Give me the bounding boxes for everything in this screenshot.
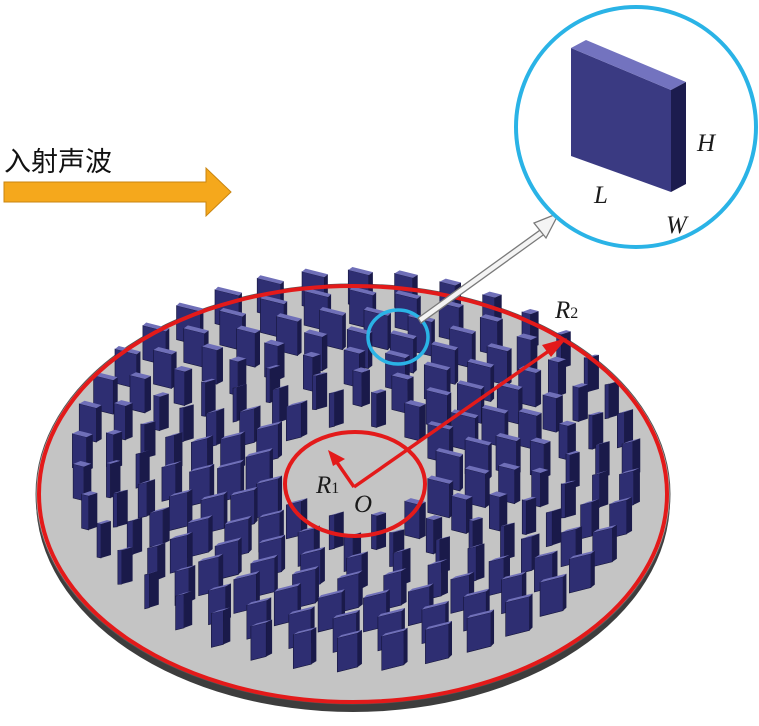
unit-block <box>201 378 216 417</box>
unit-block <box>169 532 193 574</box>
magnified-view <box>514 5 758 249</box>
unit-block <box>381 627 408 671</box>
unit-block <box>565 450 580 490</box>
unit-block <box>112 489 128 528</box>
r2-arrow <box>352 338 567 489</box>
unit-block <box>425 620 453 665</box>
unit-block <box>189 463 215 507</box>
unit-block <box>256 475 283 519</box>
unit-block <box>336 629 362 673</box>
unit-block <box>211 607 231 648</box>
unit-block <box>153 392 169 432</box>
width-label: W <box>666 212 687 239</box>
length-label: L <box>594 182 608 209</box>
unit-block <box>560 480 576 519</box>
unit-block <box>488 554 510 596</box>
single-block <box>571 40 686 192</box>
unit-block <box>529 437 551 479</box>
unit-block <box>592 524 617 568</box>
unit-block <box>165 432 183 472</box>
unit-block <box>117 547 133 585</box>
unit-block <box>161 460 183 502</box>
unit-block <box>521 496 537 535</box>
unit-block <box>466 609 495 653</box>
unit-block <box>328 511 344 551</box>
unit-block <box>149 506 170 548</box>
height-label: H <box>697 130 716 157</box>
unit-block <box>371 389 387 428</box>
unit-block <box>621 438 641 479</box>
unit-block <box>201 343 223 385</box>
unit-block <box>183 325 209 368</box>
unit-block <box>312 372 328 410</box>
unit-block <box>569 550 595 594</box>
unit-block <box>489 491 508 532</box>
pointer-arrow-icon <box>417 211 561 324</box>
incident-wave-label: 入射声波 <box>4 147 112 178</box>
unit-block <box>572 383 588 422</box>
unit-block <box>451 492 473 534</box>
unit-block <box>144 570 159 610</box>
r1-label: R1 <box>316 472 340 499</box>
unit-block <box>96 520 111 559</box>
inner-radius-circle <box>283 430 427 538</box>
unit-block <box>539 573 567 617</box>
unit-block <box>595 441 610 480</box>
unit-block <box>617 409 634 449</box>
unit-block <box>292 627 317 670</box>
unit-block <box>285 400 308 442</box>
unit-block <box>500 522 515 561</box>
unit-block <box>542 391 563 433</box>
r2-label: R2 <box>555 297 579 324</box>
unit-block <box>173 366 193 407</box>
unit-block <box>187 515 213 558</box>
unit-block <box>78 400 102 443</box>
unit-block <box>135 450 150 489</box>
r1-arrow <box>328 450 356 488</box>
unit-block <box>250 619 273 661</box>
unit-block <box>604 381 619 420</box>
unit-block <box>580 499 600 540</box>
unit-block <box>272 385 289 425</box>
unit-block <box>129 372 151 414</box>
outer-radius-ring <box>37 284 669 704</box>
zoom-marker-circle <box>366 308 430 366</box>
unit-block <box>153 347 177 389</box>
unit-block <box>106 460 121 499</box>
unit-block <box>352 367 370 408</box>
unit-block <box>175 590 193 631</box>
unit-block <box>285 498 308 540</box>
unit-block <box>137 479 156 519</box>
unit-block <box>545 508 562 548</box>
unit-block <box>140 421 156 459</box>
unit-block <box>588 411 604 450</box>
unit-block <box>505 593 533 637</box>
unit-block <box>548 356 567 397</box>
unit-block <box>126 517 143 557</box>
unit-block <box>328 389 344 428</box>
unit-block <box>106 429 123 469</box>
unit-block <box>427 475 454 519</box>
unit-block <box>81 491 98 531</box>
unit-block <box>404 400 426 442</box>
unit-block <box>516 333 538 375</box>
unit-block <box>521 533 540 574</box>
origin-label: O <box>354 491 373 518</box>
right-arrow-icon <box>3 166 232 218</box>
